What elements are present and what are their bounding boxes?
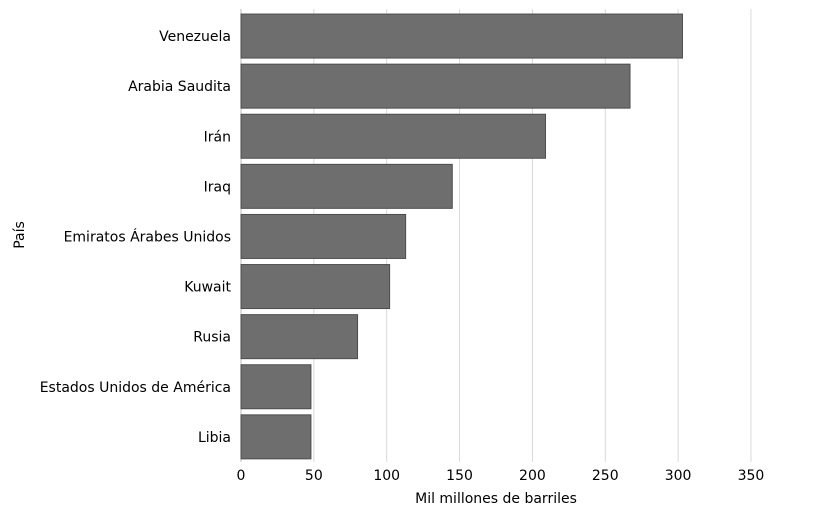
- category-label: Estados Unidos de América: [40, 380, 231, 396]
- x-axis-title: Mil millones de barriles: [415, 491, 577, 507]
- x-tick-label: 200: [519, 468, 546, 484]
- y-axis-title: País: [12, 221, 28, 249]
- category-label: Irán: [204, 129, 231, 145]
- bar[interactable]: [240, 364, 312, 410]
- category-label: Arabia Saudita: [128, 79, 231, 95]
- x-tick-label: 0: [237, 468, 246, 484]
- category-label: Rusia: [193, 330, 231, 346]
- bar[interactable]: [240, 264, 391, 310]
- category-label: Venezuela: [159, 29, 231, 45]
- x-tick-label: 100: [373, 468, 400, 484]
- bar[interactable]: [240, 63, 631, 109]
- x-tick-labels: 0 50 100 150 200 250 300 350: [237, 468, 765, 484]
- bar[interactable]: [240, 414, 312, 460]
- x-tick-label: 250: [592, 468, 619, 484]
- category-label: Libia: [198, 430, 231, 446]
- x-tick-label: 300: [665, 468, 692, 484]
- category-label: Kuwait: [184, 280, 231, 296]
- x-tick-label: 350: [738, 468, 765, 484]
- bar[interactable]: [240, 314, 359, 360]
- bar[interactable]: [240, 113, 547, 159]
- category-label: Emiratos Árabes Unidos: [64, 228, 231, 245]
- bar[interactable]: [240, 163, 453, 209]
- bar[interactable]: [240, 213, 407, 259]
- bar[interactable]: [240, 13, 683, 59]
- x-tick-label: 50: [305, 468, 323, 484]
- bars: [240, 13, 683, 460]
- category-label: Iraq: [204, 179, 231, 195]
- x-tick-label: 150: [446, 468, 473, 484]
